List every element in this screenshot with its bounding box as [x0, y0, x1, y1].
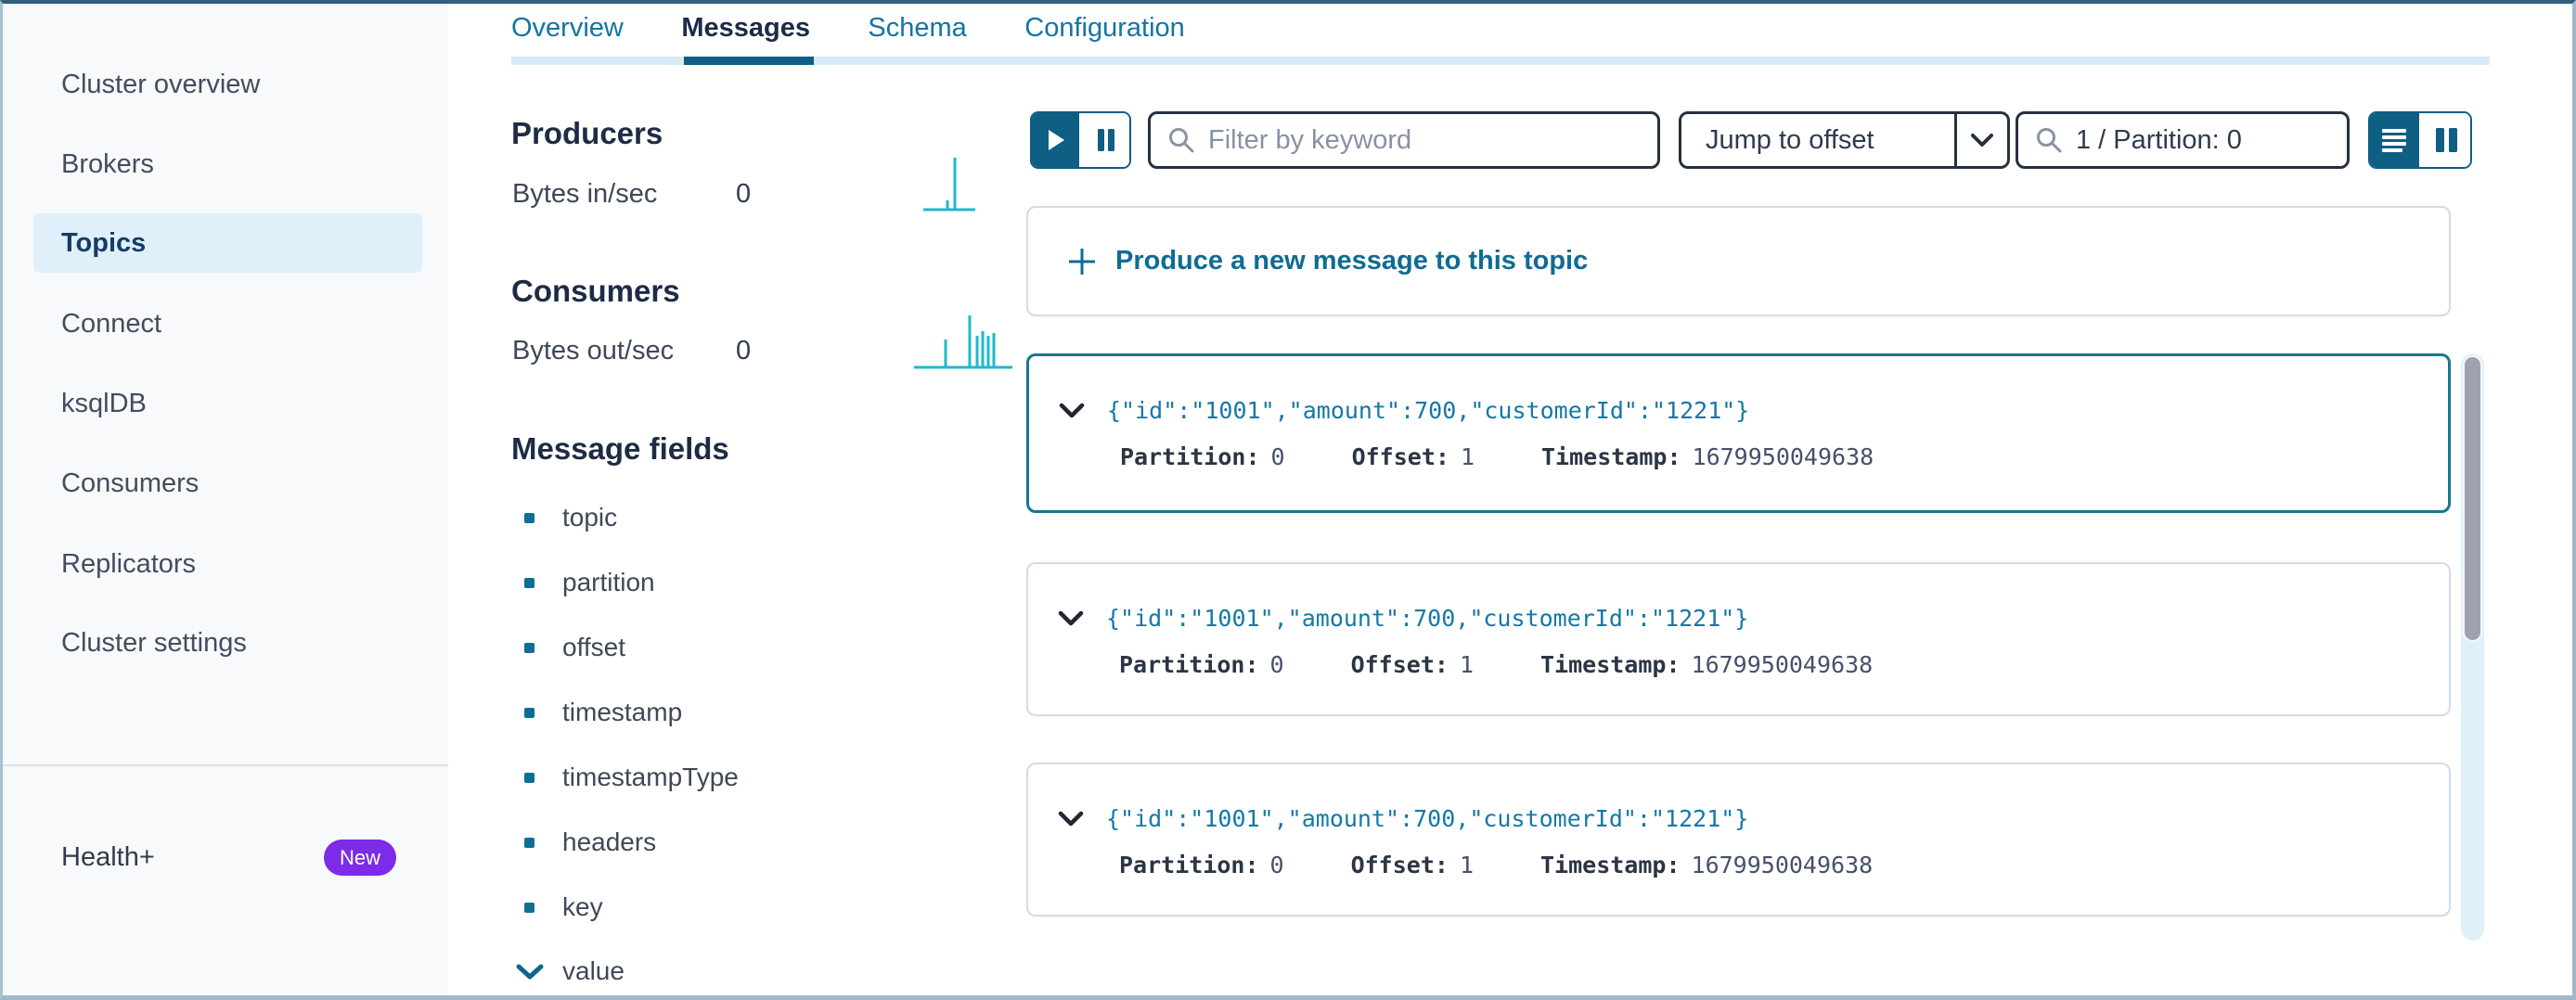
message-field-timestamp[interactable]: timestamp — [511, 692, 1042, 733]
sidebar-divider — [3, 764, 448, 766]
offset-value: 1 — [1460, 852, 1474, 878]
message-meta: Partition:0 Offset:1 Timestamp:167995004… — [1119, 852, 1939, 878]
message-json: {"id":"1001","amount":700,"customerId":"… — [1106, 805, 1748, 832]
message-card[interactable]: {"id":"1001","amount":700,"customerId":"… — [1026, 763, 2451, 917]
sidebar-item-connect[interactable]: Connect — [33, 294, 422, 353]
sidebar-item-ksqldb[interactable]: ksqlDB — [33, 374, 422, 433]
field-bullet-icon — [524, 513, 535, 523]
bytes-out-label: Bytes out/sec — [512, 330, 674, 371]
message-field-offset[interactable]: offset — [511, 627, 1042, 668]
message-field-key[interactable]: key — [511, 887, 1042, 928]
play-icon — [1046, 128, 1066, 152]
jump-to-offset-select[interactable]: Jump to offset — [1679, 111, 2010, 169]
message-field-topic[interactable]: topic — [511, 497, 1042, 538]
sidebar-item-replicators[interactable]: Replicators — [33, 534, 422, 594]
messages-scrollbar-track[interactable] — [2461, 353, 2484, 941]
message-field-timestampType[interactable]: timestampType — [511, 757, 1042, 798]
bytes-in-value: 0 — [736, 173, 751, 214]
pause-button[interactable] — [1082, 113, 1129, 167]
list-view-icon — [2380, 127, 2408, 153]
search-icon — [1167, 126, 1195, 154]
sidebar-item-health-plus[interactable]: Health+ — [61, 827, 155, 887]
bytes-out-sparkline — [910, 308, 1016, 375]
partition-value: 0 — [1271, 443, 1285, 470]
plus-icon — [1067, 247, 1097, 276]
partition-value: 0 — [1270, 651, 1284, 678]
timestamp-value: 1679950049638 — [1692, 651, 1874, 678]
sidebar-item-consumers[interactable]: Consumers — [33, 454, 422, 513]
bytes-in-label: Bytes in/sec — [512, 173, 657, 214]
sidebar-item-cluster-overview[interactable]: Cluster overview — [33, 55, 422, 114]
field-bullet-icon — [524, 903, 535, 913]
produce-message-button[interactable]: Produce a new message to this topic — [1026, 206, 2451, 316]
sidebar-footer: Health+ New — [3, 827, 448, 887]
sidebar-item-brokers[interactable]: Brokers — [33, 135, 422, 194]
offset-value: 1 — [1460, 651, 1474, 678]
chevron-down-icon — [515, 963, 545, 981]
card-view-icon — [2433, 126, 2459, 154]
message-field-value[interactable]: value — [511, 951, 1042, 992]
view-toggle — [2368, 111, 2472, 169]
timestamp-value: 1679950049638 — [1693, 443, 1874, 470]
field-bullet-icon — [524, 773, 535, 783]
select-chevron-cell[interactable] — [1954, 114, 2007, 166]
expand-message-icon[interactable] — [1059, 403, 1085, 418]
new-badge: New — [324, 840, 396, 876]
message-field-partition[interactable]: partition — [511, 562, 1042, 603]
producers-heading: Producers — [511, 113, 663, 154]
card-view-button[interactable] — [2422, 113, 2471, 167]
topic-summary-panel: Producers Bytes in/sec 0 Consumers Bytes… — [511, 4, 1042, 995]
partition-search-input[interactable] — [2076, 125, 2347, 156]
field-bullet-icon — [524, 578, 535, 588]
pause-icon — [1095, 127, 1117, 153]
filter-field — [1148, 111, 1660, 169]
offset-partition-field — [2016, 111, 2350, 169]
message-card[interactable]: {"id":"1001","amount":700,"customerId":"… — [1026, 353, 2451, 513]
expand-message-icon[interactable] — [1058, 811, 1084, 827]
filter-input[interactable] — [1208, 125, 1657, 156]
message-meta: Partition:0 Offset:1 Timestamp:167995004… — [1119, 651, 1939, 678]
partition-value: 0 — [1270, 852, 1284, 878]
field-bullet-icon — [524, 708, 535, 718]
play-pause-toggle — [1030, 111, 1131, 169]
message-fields-heading: Message fields — [511, 429, 729, 469]
sidebar-item-topics[interactable]: Topics — [33, 213, 422, 273]
offset-value: 1 — [1461, 443, 1475, 470]
produce-message-label: Produce a new message to this topic — [1115, 246, 1588, 276]
message-card[interactable]: {"id":"1001","amount":700,"customerId":"… — [1026, 562, 2451, 716]
message-json: {"id":"1001","amount":700,"customerId":"… — [1107, 397, 1749, 424]
messages-scrollbar-thumb[interactable] — [2463, 355, 2482, 642]
messages-panel: Jump to offset — [1026, 4, 2520, 995]
message-meta: Partition:0 Offset:1 Timestamp:167995004… — [1120, 443, 1940, 470]
jump-to-offset-label: Jump to offset — [1681, 125, 1954, 156]
message-field-headers[interactable]: headers — [511, 822, 1042, 863]
bytes-in-sparkline — [918, 150, 981, 217]
consumers-heading: Consumers — [511, 271, 680, 312]
field-bullet-icon — [524, 643, 535, 653]
message-json: {"id":"1001","amount":700,"customerId":"… — [1106, 605, 1748, 632]
search-icon — [2035, 126, 2063, 154]
field-bullet-icon — [524, 838, 535, 848]
sidebar: Cluster overview Brokers Topics Connect … — [3, 4, 448, 995]
sidebar-item-cluster-settings[interactable]: Cluster settings — [33, 613, 422, 673]
timestamp-value: 1679950049638 — [1692, 852, 1874, 878]
play-button[interactable] — [1032, 113, 1082, 167]
expand-message-icon[interactable] — [1058, 610, 1084, 626]
chevron-down-icon — [1970, 133, 1994, 147]
bytes-out-value: 0 — [736, 330, 751, 371]
list-view-button[interactable] — [2370, 113, 2422, 167]
